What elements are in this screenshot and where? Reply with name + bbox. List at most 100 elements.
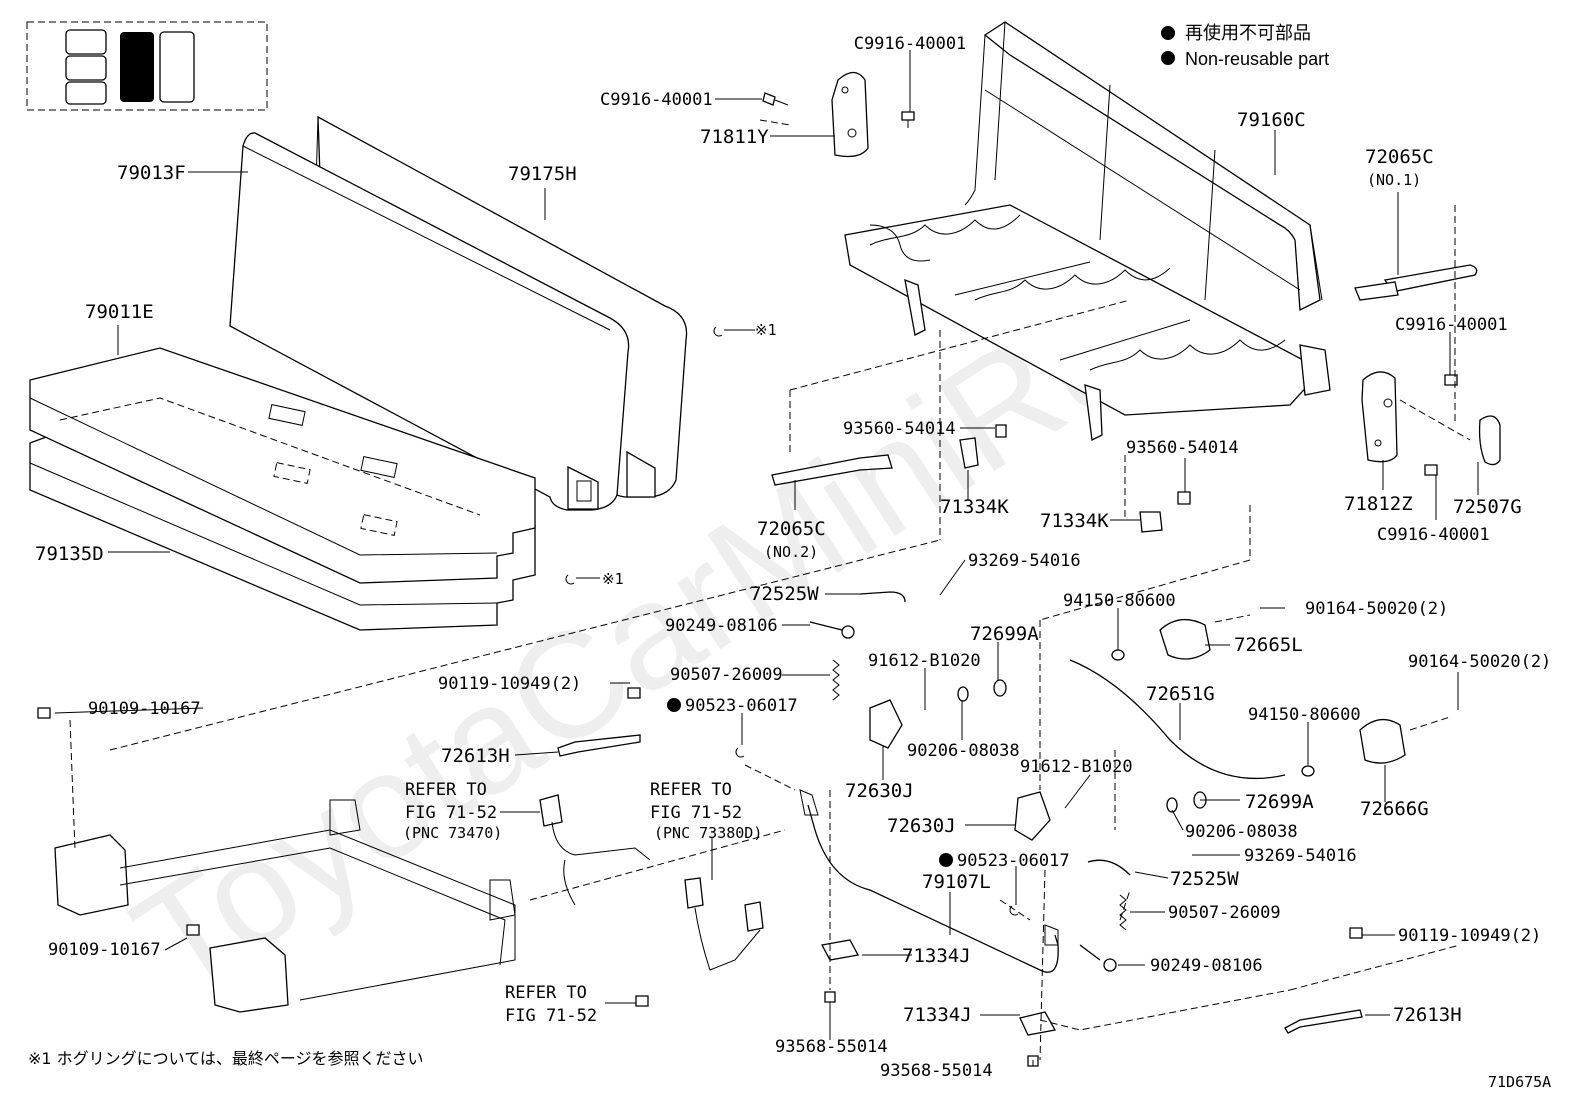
label-90119-10949: 90119-10949(2) bbox=[438, 674, 581, 694]
non-reusable-dot-icon bbox=[1161, 51, 1175, 65]
label-c9916-40001: C9916-40001 bbox=[600, 90, 713, 110]
label-pnc-73380d: (PNC 73380D) bbox=[654, 824, 762, 842]
label-72525w: 72525W bbox=[750, 583, 819, 605]
label-93568-55014: 93568-55014 bbox=[880, 1061, 993, 1081]
label-79011e: 79011E bbox=[85, 301, 154, 323]
label-72666g: 72666G bbox=[1360, 798, 1429, 820]
seat-rail-base bbox=[54, 799, 516, 1013]
label-71811y: 71811Y bbox=[700, 126, 769, 148]
label-fig-71-52: FIG 71-52 bbox=[650, 803, 742, 823]
diagram-code: 71D675A bbox=[1488, 1073, 1551, 1091]
seat-frame-79160c bbox=[844, 21, 1331, 441]
label-71334k: 71334K bbox=[1040, 510, 1109, 532]
screw-93560 bbox=[995, 424, 1191, 505]
label-79160c: 79160C bbox=[1237, 109, 1306, 131]
legend-jp: 再使用不可部品 bbox=[1185, 23, 1311, 43]
label-72065c: 72065C bbox=[1365, 146, 1434, 168]
label-ring-note: ※1 bbox=[755, 321, 777, 339]
release-cable bbox=[859, 591, 1286, 876]
seatback-79013f bbox=[229, 132, 630, 511]
pad-71334j bbox=[821, 939, 1057, 1036]
label-90249-08106: 90249-08106 bbox=[1150, 956, 1263, 976]
label-72630j: 72630J bbox=[887, 815, 956, 837]
seatbelt-73470 bbox=[539, 794, 651, 906]
leader-lines bbox=[54, 50, 1479, 1066]
assembly-guides bbox=[69, 119, 1471, 1061]
label-no2: (NO.2) bbox=[764, 543, 818, 561]
label-fig-71-52: FIG 71-52 bbox=[505, 1006, 597, 1026]
hinge-cover-71812z bbox=[1361, 371, 1398, 463]
label-90507-26009: 90507-26009 bbox=[670, 665, 783, 685]
label-71334j: 71334J bbox=[902, 945, 971, 967]
label-72525w: 72525W bbox=[1170, 868, 1239, 890]
label-90249-08106: 90249-08106 bbox=[665, 616, 778, 636]
label-94150-80600: 94150-80600 bbox=[1248, 705, 1361, 725]
label-90164-50020: 90164-50020(2) bbox=[1408, 652, 1551, 672]
label-79135d: 79135D bbox=[35, 543, 104, 565]
part-labels: C9916-40001 C9916-40001 71811Y 79013F 79… bbox=[35, 34, 1551, 1081]
label-ring-note: ※1 bbox=[602, 570, 624, 588]
hinge-cover-71811y bbox=[831, 71, 869, 158]
handle-72666g bbox=[1359, 718, 1406, 764]
label-91612-b1020: 91612-B1020 bbox=[868, 651, 981, 671]
label-90507-26009: 90507-26009 bbox=[1168, 903, 1281, 923]
seat-position-thumbnail bbox=[26, 21, 268, 111]
label-90206-08038: 90206-08038 bbox=[907, 741, 1020, 761]
screw-c9916 bbox=[1424, 374, 1458, 476]
footnote: ※1 ホグリングについては、最終ページを参照ください bbox=[28, 1049, 424, 1068]
label-72699a: 72699A bbox=[1245, 791, 1314, 813]
screw-90109 bbox=[37, 707, 200, 936]
label-90109-10167: 90109-10167 bbox=[88, 699, 201, 719]
label-90523-06017: 90523-06017 bbox=[685, 696, 798, 716]
label-72699a: 72699A bbox=[970, 623, 1039, 645]
strap-72065c-no1 bbox=[1354, 264, 1478, 301]
label-refer-to: REFER TO bbox=[505, 983, 587, 1003]
bolt-refer-73 bbox=[635, 995, 649, 1007]
nut-94150 bbox=[1111, 649, 1315, 777]
label-72665l: 72665L bbox=[1234, 634, 1303, 656]
label-90119-10949: 90119-10949(2) bbox=[1398, 926, 1541, 946]
label-c9916-40001: C9916-40001 bbox=[1377, 525, 1490, 545]
label-93568-55014: 93568-55014 bbox=[775, 1037, 888, 1057]
label-79175h: 79175H bbox=[508, 163, 577, 185]
label-90109-10167: 90109-10167 bbox=[48, 940, 161, 960]
clip-72507g bbox=[1478, 415, 1501, 466]
bolt-90119 bbox=[627, 687, 1363, 939]
label-90206-08038: 90206-08038 bbox=[1185, 822, 1298, 842]
label-72613h: 72613H bbox=[1393, 1004, 1462, 1026]
leg-79107l bbox=[799, 789, 1059, 973]
spring-90507 bbox=[832, 659, 1127, 931]
label-no1: (NO.1) bbox=[1367, 171, 1421, 189]
label-90523-06017: 90523-06017 bbox=[957, 851, 1070, 871]
label-93269-54016: 93269-54016 bbox=[1244, 846, 1357, 866]
seatbelt-73380d bbox=[684, 877, 764, 971]
label-79107l: 79107L bbox=[922, 871, 991, 893]
label-72613h: 72613H bbox=[441, 745, 510, 767]
label-72651g: 72651G bbox=[1146, 683, 1215, 705]
label-fig-71-52: FIG 71-52 bbox=[405, 803, 497, 823]
handle-72665l bbox=[1159, 618, 1211, 660]
label-refer-to: REFER TO bbox=[405, 780, 487, 800]
cushion-79011e bbox=[29, 347, 536, 584]
label-72507g: 72507G bbox=[1453, 496, 1522, 518]
legend: 再使用不可部品 Non-reusable part bbox=[1161, 23, 1329, 69]
non-reusable-dot-icon bbox=[667, 698, 953, 867]
legend-en: Non-reusable part bbox=[1185, 49, 1329, 69]
non-reusable-dot-icon bbox=[1161, 26, 1175, 40]
label-pnc-73470: (PNC 73470) bbox=[403, 824, 502, 842]
label-71812z: 71812Z bbox=[1344, 493, 1413, 515]
label-91612-b1020: 91612-B1020 bbox=[1020, 757, 1133, 777]
label-79013f: 79013F bbox=[117, 162, 186, 184]
label-71334j: 71334J bbox=[903, 1004, 972, 1026]
label-72630j: 72630J bbox=[845, 780, 914, 802]
label-c9916-40001: C9916-40001 bbox=[854, 34, 967, 54]
label-94150-80600: 94150-80600 bbox=[1063, 591, 1176, 611]
bracket-71334k bbox=[959, 437, 1163, 533]
strap-72065c-no2 bbox=[771, 454, 893, 486]
lock-72630j bbox=[869, 699, 1051, 841]
stopper-72613h bbox=[557, 734, 1363, 1034]
label-93269-54016: 93269-54016 bbox=[968, 551, 1081, 571]
hog-ring-icon bbox=[565, 326, 755, 585]
label-93560-54014: 93560-54014 bbox=[843, 419, 956, 439]
